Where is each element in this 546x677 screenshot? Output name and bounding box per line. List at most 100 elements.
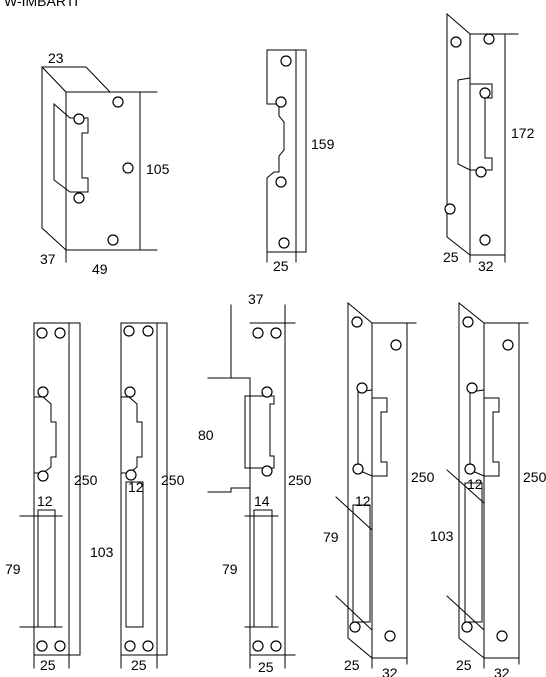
plate-a-height-label: 105 — [146, 161, 170, 177]
plate-d-width-label: 25 — [40, 657, 56, 673]
plate-f-box-height-label: 80 — [198, 427, 214, 443]
plate-b: 159 25 — [266, 49, 335, 274]
plate-d-height-label: 250 — [74, 472, 98, 488]
plate-h-height-label: 250 — [523, 469, 546, 485]
plate-c-hole — [479, 234, 491, 246]
plate-c-height-label: 172 — [511, 125, 535, 141]
plate-h-lip-label: 25 — [456, 657, 472, 673]
plate-f-hole — [252, 640, 264, 652]
plate-f-outline — [207, 304, 296, 669]
plate-a-depth-label: 23 — [48, 50, 64, 66]
plate-a-lip-label: 37 — [40, 251, 56, 267]
plate-h: 250 12 103 25 32 — [430, 301, 546, 677]
plate-e-hole — [123, 325, 135, 337]
plate-a-hole — [112, 96, 124, 108]
plate-a-outline — [41, 65, 158, 263]
plate-c-notch — [457, 77, 493, 171]
plate-h-width-label: 32 — [494, 665, 510, 677]
plate-d-hole — [37, 470, 49, 482]
plate-e-hole — [124, 386, 136, 398]
plate-h-outline — [458, 301, 529, 669]
plate-g-height-label: 250 — [411, 469, 435, 485]
plate-g-hole — [390, 339, 402, 351]
plate-d-hole — [54, 327, 66, 339]
plate-b-outline — [266, 49, 307, 263]
plate-e-notch — [120, 396, 143, 474]
plate-h-dims — [446, 469, 485, 631]
plate-c-hole — [450, 36, 462, 48]
plate-a-width-label: 49 — [92, 261, 108, 277]
plate-d: 250 12 79 25 — [5, 322, 98, 673]
plate-f-height-label: 250 — [288, 472, 312, 488]
plate-f-width-label: 25 — [258, 659, 274, 675]
plate-d-slot-height-label: 79 — [5, 561, 21, 577]
plate-e-slot-width-label: 12 — [128, 479, 144, 495]
plate-f-slot-height-label: 79 — [222, 561, 238, 577]
plate-f-hole — [252, 327, 264, 339]
plate-b-hole — [280, 55, 292, 67]
plate-g-outline — [347, 301, 417, 669]
plate-f-hole — [261, 465, 273, 477]
plate-f-slot — [253, 509, 273, 628]
plate-b-width-label: 25 — [273, 258, 289, 274]
plate-c-hole — [475, 166, 487, 178]
plate-e-hole — [125, 469, 137, 481]
plate-d-slot — [37, 509, 56, 628]
plate-h-hole — [461, 621, 473, 633]
plate-c-width-label: 32 — [478, 258, 494, 274]
plate-c-hole — [483, 33, 495, 45]
plate-a-notch — [53, 102, 89, 193]
plate-f: 37 80 250 14 79 25 — [198, 291, 312, 675]
plate-c-lip-label: 25 — [443, 249, 459, 265]
plate-b-hole — [278, 237, 290, 249]
plate-b-hole — [275, 96, 287, 108]
plate-f-hole — [270, 327, 282, 339]
plate-g-hole — [349, 621, 361, 633]
plate-c-outline — [446, 12, 519, 263]
plate-a-hole — [73, 113, 85, 125]
plate-g-lip-label: 25 — [344, 657, 360, 673]
plate-h-slot-height-label: 103 — [430, 528, 454, 544]
plate-g-hole — [356, 382, 368, 394]
plate-f-dims — [244, 515, 279, 628]
plate-e-width-label: 25 — [131, 657, 147, 673]
plate-g-slot-height-label: 79 — [323, 529, 339, 545]
plate-d-hole — [36, 327, 48, 339]
plate-g-notch — [357, 389, 388, 477]
plate-h-slot-width-label: 12 — [467, 476, 483, 492]
plate-e-hole — [142, 325, 154, 337]
plate-f-hole — [261, 386, 273, 398]
plate-f-box — [244, 395, 275, 469]
plate-d-hole — [37, 386, 49, 398]
plate-h-hole — [462, 316, 474, 328]
plate-g-hole — [384, 630, 396, 642]
header-title: W-IMBARTI — [4, 0, 78, 9]
plate-d-hole — [54, 640, 66, 652]
plate-c: 172 25 32 — [443, 12, 535, 274]
plate-a-hole — [73, 192, 85, 204]
plate-g-width-label: 32 — [382, 665, 398, 677]
plate-g-slot-width-label: 12 — [355, 493, 371, 509]
plate-a-hole — [107, 234, 119, 246]
plate-c-hole — [444, 203, 456, 215]
plate-d-notch — [33, 396, 57, 474]
plate-h-hole — [464, 463, 476, 475]
plate-e-hole — [142, 640, 154, 652]
plate-a-hole — [122, 162, 134, 174]
plate-c-hole — [479, 87, 491, 99]
plate-e-hole — [124, 640, 136, 652]
plate-h-notch — [469, 389, 500, 477]
plate-d-hole — [36, 640, 48, 652]
plate-h-hole — [466, 382, 478, 394]
plate-e-slot — [125, 481, 144, 628]
plate-g-hole — [352, 463, 364, 475]
plate-f-hole — [270, 640, 282, 652]
plate-f-slot-width-label: 14 — [254, 493, 270, 509]
plate-d-dims — [19, 515, 70, 669]
plate-h-hole — [502, 339, 514, 351]
plate-d-outline — [33, 322, 81, 656]
plate-e: 250 12 103 25 — [90, 322, 185, 673]
plate-e-height-label: 250 — [161, 472, 185, 488]
plate-d-slot-width-label: 12 — [37, 493, 53, 509]
